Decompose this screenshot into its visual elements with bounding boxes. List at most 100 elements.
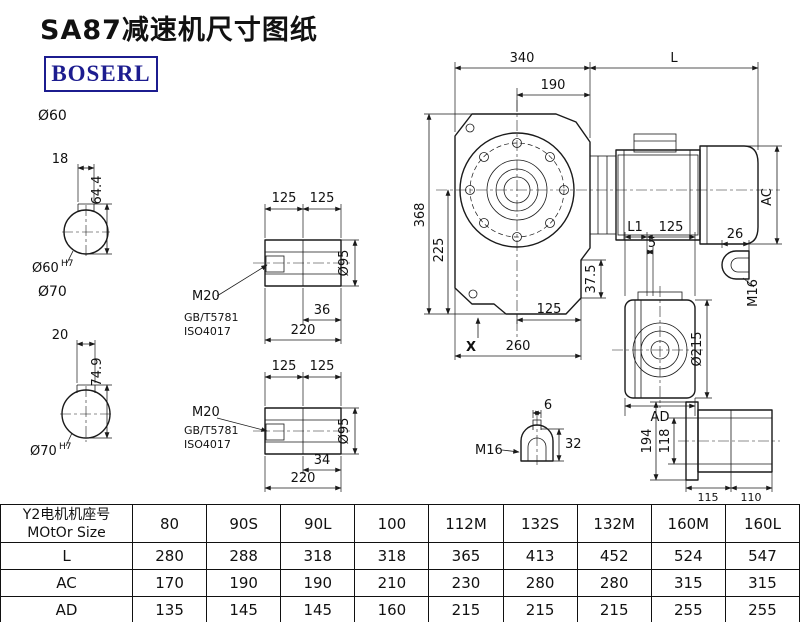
frame-size: 80 — [131, 504, 208, 543]
dim-d60h7: Ø60 — [32, 261, 59, 276]
frame-size: 132M — [576, 504, 652, 543]
dim-220: 220 — [291, 323, 316, 338]
dim-L: L — [670, 51, 678, 66]
motor-size-header: Y2电机机座号 MOtOr Size — [0, 504, 133, 543]
thread-callout-m20: M20 — [192, 289, 220, 304]
x-marker: X — [466, 340, 476, 355]
dim-d70h7-sup: H7 — [59, 442, 72, 452]
frame-size: 112M — [428, 504, 504, 543]
dim-125-b: 125 — [310, 191, 335, 206]
dim-260: 260 — [506, 339, 531, 354]
dim-74-9: 74.9 — [90, 358, 105, 387]
dim-125: 125 — [659, 220, 684, 235]
brand-logo: BOSERL — [44, 56, 158, 92]
technical-drawing: Ø60 18 64.4 Ø60 H7 Ø70 20 — [30, 51, 782, 504]
dim-190: 190 — [541, 78, 566, 93]
table-cell: 280 — [131, 542, 208, 570]
table-cell: 280 — [502, 569, 578, 597]
dim-18: 18 — [52, 152, 69, 167]
dim-32: 32 — [565, 437, 582, 452]
dim-110: 110 — [741, 491, 762, 504]
row-label-AD: AD — [0, 596, 133, 622]
dim-d95: Ø95 — [337, 250, 352, 277]
dim-37-5: 37.5 — [584, 265, 599, 294]
frame-size: 100 — [354, 504, 430, 543]
dim-d70h7: Ø70 — [30, 444, 57, 459]
table-cell: 170 — [131, 569, 208, 597]
dim-d70-label: Ø70 — [38, 284, 67, 300]
table-cell: 315 — [724, 569, 800, 597]
dim-220: 220 — [291, 471, 316, 486]
table-cell: 210 — [354, 569, 430, 597]
motor-size-header-en: MOtOr Size — [27, 524, 106, 541]
frame-size: 132S — [502, 504, 578, 543]
table-cell: 145 — [206, 596, 282, 622]
table-cell: 255 — [650, 596, 726, 622]
dim-5: 5 — [648, 236, 656, 251]
dim-d215: Ø215 — [690, 331, 705, 366]
row-label-AC: AC — [0, 569, 133, 597]
frame-size: 160M — [650, 504, 726, 543]
dimension-table: Y2电机机座号 MOtOr Size 80 90S 90L 100 112M 1… — [0, 504, 800, 622]
dim-368: 368 — [413, 203, 428, 228]
dim-225: 225 — [432, 238, 447, 263]
dim-6: 6 — [544, 398, 552, 413]
table-cell: 160 — [354, 596, 430, 622]
hollow-shaft-1: 125 125 M20 GB/T5781 ISO4017 36 220 Ø95 — [184, 191, 359, 344]
dim-20: 20 — [52, 328, 69, 343]
table-cell: 255 — [724, 596, 800, 622]
dim-36: 36 — [314, 303, 331, 318]
standard-gb: GB/T5781 — [184, 311, 239, 324]
table-cell: 365 — [428, 542, 504, 570]
shaft-section-70: Ø70 20 74.9 Ø70 H7 — [30, 284, 112, 459]
main-view: 340 L 190 368 225 AC 37.5 125 260 — [413, 51, 782, 360]
dim-125-a: 125 — [272, 191, 297, 206]
page-title: SA87减速机尺寸图纸 — [40, 15, 318, 46]
motor-size-header-cn: Y2电机机座号 — [22, 506, 111, 523]
frame-size: 90S — [206, 504, 282, 543]
standard-gb: GB/T5781 — [184, 424, 239, 437]
dim-118: 118 — [658, 429, 673, 454]
table-cell: 215 — [428, 596, 504, 622]
hollow-shaft-2: 125 125 M20 GB/T5781 ISO4017 34 220 Ø95 — [184, 359, 359, 492]
dim-64-4: 64.4 — [90, 176, 105, 205]
bottom-view: 194 118 115 110 — [640, 401, 780, 504]
dim-AC: AC — [760, 188, 775, 206]
frame-size: 90L — [280, 504, 356, 543]
side-view: L1 125 5 Ø215 AD 26 M — [612, 220, 761, 425]
table-cell: 315 — [650, 569, 726, 597]
dim-125-b: 125 — [310, 359, 335, 374]
dim-34: 34 — [314, 453, 331, 468]
table-cell: 215 — [502, 596, 578, 622]
dim-d60h7-sup: H7 — [61, 259, 74, 269]
table-cell: 190 — [206, 569, 282, 597]
dim-115: 115 — [698, 491, 719, 504]
dim-125-a: 125 — [272, 359, 297, 374]
table-cell: 452 — [576, 542, 652, 570]
table-cell: 318 — [280, 542, 356, 570]
dim-125: 125 — [537, 302, 562, 317]
dim-L1: L1 — [627, 220, 643, 235]
table-cell: 230 — [428, 569, 504, 597]
dim-d95: Ø95 — [337, 418, 352, 445]
table-cell: 288 — [206, 542, 282, 570]
dim-194: 194 — [640, 429, 655, 454]
dim-AD: AD — [651, 410, 670, 425]
thread-callout-m16: M16 — [746, 279, 761, 307]
table-cell: 318 — [354, 542, 430, 570]
table-cell: 547 — [724, 542, 800, 570]
frame-size: 160L — [724, 504, 800, 543]
dim-d60-label: Ø60 — [38, 108, 67, 124]
thread-callout-m16: M16 — [475, 443, 503, 458]
table-cell: 413 — [502, 542, 578, 570]
table-cell: 215 — [576, 596, 652, 622]
keyway-detail: 6 32 M16 — [475, 398, 582, 465]
table-cell: 524 — [650, 542, 726, 570]
dim-26: 26 — [727, 227, 744, 242]
row-label-L: L — [0, 542, 133, 570]
table-cell: 190 — [280, 569, 356, 597]
table-cell: 145 — [280, 596, 356, 622]
standard-iso: ISO4017 — [184, 325, 231, 338]
standard-iso: ISO4017 — [184, 438, 231, 451]
